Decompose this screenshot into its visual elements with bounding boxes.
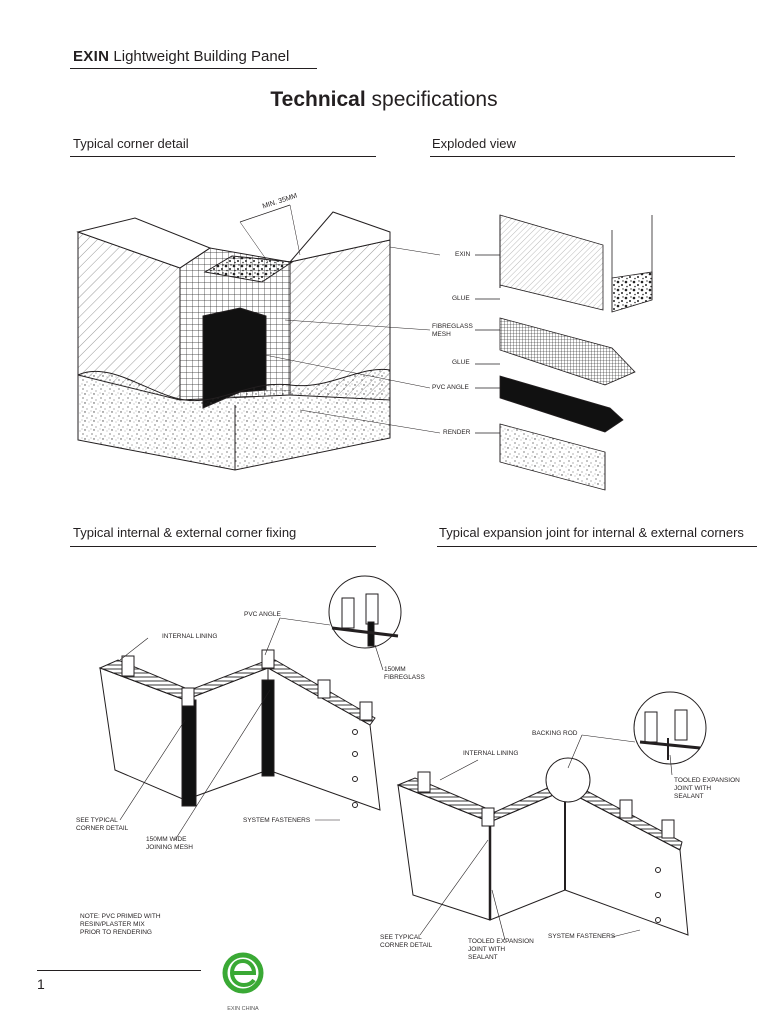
label-150mm-fibreglass: 150mm FIBREGLASS: [384, 666, 425, 681]
label-render: RENDER: [443, 429, 471, 436]
label-pvc-angle: PVC ANGLE: [432, 384, 469, 391]
label-system-fasteners: SYSTEM FASTENERS: [243, 817, 311, 824]
title-bold: Technical: [270, 88, 366, 111]
footer-rule: [37, 970, 201, 971]
label-glue-2: GLUE: [452, 359, 470, 366]
section-rule: [430, 156, 735, 157]
label-tooled-joint: TOOLED EXPANSION JOINT WITH SEALANT: [674, 777, 740, 800]
exploded-view-drawing: [475, 214, 653, 491]
header-brand: EXIN Lightweight Building Panel: [73, 48, 289, 65]
section-rule: [437, 546, 757, 547]
label-tooled-joint-2: TOOLED EXPANSION JOINT WITH SEALANT: [468, 938, 534, 961]
exin-logo: [222, 945, 264, 994]
section-corner-fixing: Typical internal & external corner fixin…: [73, 525, 297, 540]
section-expansion-joint: Typical expansion joint for internal & e…: [439, 525, 744, 540]
label-see-corner-detail: SEE TYPICAL CORNER DETAIL: [76, 817, 129, 832]
page-title: Technical specifications: [0, 88, 768, 112]
section-corner-detail: Typical corner detail: [73, 136, 189, 151]
corner-fixing-drawing: [98, 575, 402, 841]
label-joining-mesh: 150mm WIDE JOINING MESH: [146, 836, 193, 851]
expansion-joint-drawing: [396, 691, 707, 941]
page-number: 1: [37, 976, 45, 992]
label-internal-lining-2: INTERNAL LINING: [463, 750, 519, 757]
label-backing-rod: BACKING ROD: [532, 730, 578, 737]
section-exploded-view: Exploded view: [432, 136, 516, 151]
brand-subtitle: Lightweight Building Panel: [113, 48, 290, 65]
label-fibreglass-mesh: FIBREGLASS MESH: [432, 323, 473, 338]
label-see-corner-detail-2: SEE TYPICAL CORNER DETAIL: [380, 934, 433, 949]
label-glue-1: GLUE: [452, 295, 470, 302]
label-internal-lining: INTERNAL LINING: [162, 633, 218, 640]
label-pvc-angle-fixing: PVC ANGLE: [244, 611, 281, 618]
brand-name: EXIN: [73, 48, 110, 65]
label-system-fasteners-2: SYSTEM FASTENERS: [548, 933, 616, 940]
section-rule: [70, 156, 376, 157]
corner-detail-drawing: [76, 204, 391, 471]
label-exin: EXIN: [455, 251, 471, 258]
logo-text: EXIN CHINA: [227, 1006, 259, 1012]
note-text: NOTE: PVC PRIMED WITH RESIN/PLASTER MIX …: [80, 913, 161, 936]
title-rest: specifications: [371, 88, 498, 111]
header-rule: [70, 68, 317, 69]
section-rule: [70, 546, 376, 547]
